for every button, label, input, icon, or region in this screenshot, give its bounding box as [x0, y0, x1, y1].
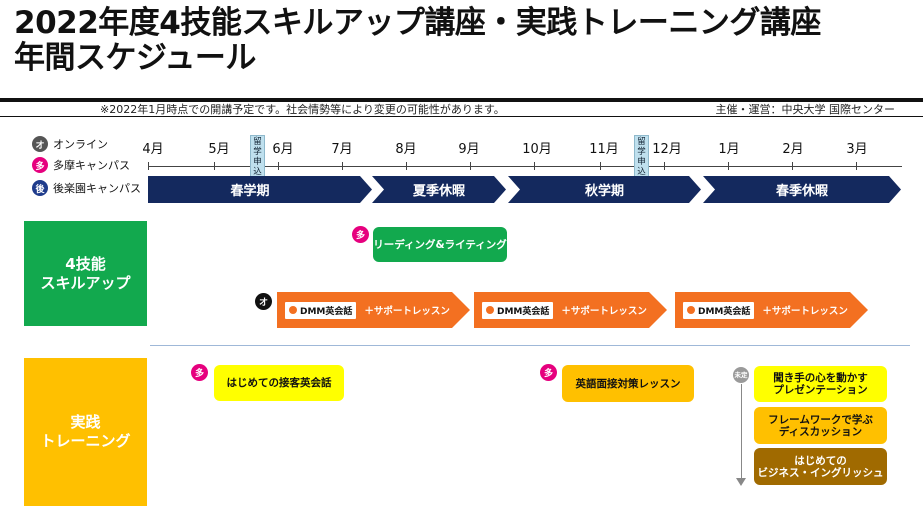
- course-dmm-winter[interactable]: DMM英会話 ＋サポートレッスン: [675, 292, 868, 328]
- month-label: 7月: [331, 142, 353, 157]
- axis-tick: [406, 162, 407, 170]
- dmm-logo: DMM英会話: [285, 302, 356, 319]
- month-label: 12月: [652, 142, 682, 157]
- legend-tama: 多 多摩キャンパス: [32, 156, 130, 174]
- online-mark-icon: オ: [255, 293, 272, 310]
- support-lesson-label: ＋サポートレッスン: [561, 306, 647, 317]
- dmm-logo-icon: [687, 306, 695, 314]
- tbd-timeline-line: [741, 384, 742, 480]
- month-label: 11月: [589, 142, 619, 157]
- course-dmm-autumn[interactable]: DMM英会話 ＋サポートレッスン: [474, 292, 667, 328]
- support-lesson-label: ＋サポートレッスン: [762, 306, 848, 317]
- category-practical-training: 実践 トレーニング: [24, 358, 147, 506]
- course-business-english[interactable]: はじめての ビジネス・イングリッシュ: [754, 448, 887, 485]
- axis-tick: [534, 162, 535, 170]
- course-interview-prep[interactable]: 英語面接対策レッスン: [562, 365, 694, 402]
- month-label: 5月: [208, 142, 230, 157]
- period-summer-break: 夏季休暇: [372, 176, 506, 203]
- online-mark-icon: オ: [32, 136, 48, 152]
- course-discussion[interactable]: フレームワークで学ぶ ディスカッション: [754, 407, 887, 444]
- axis-tick: [792, 162, 793, 170]
- support-lesson-label: ＋サポートレッスン: [364, 306, 450, 317]
- month-label: 6月: [272, 142, 294, 157]
- organizer-text: 主催・運営：中央大学 国際センター: [715, 103, 896, 116]
- dmm-logo: DMM英会話: [482, 302, 553, 319]
- tbd-mark-icon: 未定: [733, 367, 749, 383]
- axis-tick: [728, 162, 729, 170]
- category-four-skills: 4技能 スキルアップ: [24, 221, 147, 326]
- month-label: 1月: [718, 142, 740, 157]
- period-spring-semester: 春学期: [148, 176, 372, 203]
- axis-tick: [278, 162, 279, 170]
- header-divider: [0, 98, 923, 102]
- period-label: 秋学期: [584, 184, 624, 199]
- tama-mark-icon: 多: [352, 226, 369, 243]
- month-label: 9月: [458, 142, 480, 157]
- course-reading-writing[interactable]: リーディング&ライティング: [373, 227, 507, 262]
- axis-tick: [148, 162, 149, 170]
- axis-tick: [214, 162, 215, 170]
- month-label: 3月: [846, 142, 868, 157]
- dmm-logo: DMM英会話: [683, 302, 754, 319]
- axis-tick: [600, 162, 601, 170]
- legend-korakuen: 後 後楽園キャンパス: [32, 179, 141, 197]
- period-label: 春季休暇: [775, 184, 828, 199]
- course-presentation[interactable]: 聞き手の心を動かす プレゼンテーション: [754, 366, 887, 402]
- axis-tick: [470, 162, 471, 170]
- month-label: 10月: [522, 142, 552, 157]
- axis-tick: [342, 162, 343, 170]
- period-spring-break: 春季休暇: [703, 176, 901, 203]
- legend-label: 多摩キャンパス: [53, 159, 130, 172]
- tama-mark-icon: 多: [32, 157, 48, 173]
- axis-tick: [856, 162, 857, 170]
- course-hospitality-english[interactable]: はじめての接客英会話: [214, 365, 344, 401]
- legend-label: オンライン: [53, 138, 108, 151]
- month-label: 4月: [142, 142, 164, 157]
- header-underline: [0, 116, 923, 117]
- dmm-logo-icon: [486, 306, 494, 314]
- period-label: 春学期: [230, 184, 270, 199]
- title-line-1: 2022年度4技能スキルアップ講座・実践トレーニング講座: [14, 5, 821, 41]
- timeline-axis: [148, 162, 902, 170]
- page-title: 2022年度4技能スキルアップ講座・実践トレーニング講座 年間スケジュール: [14, 6, 821, 76]
- legend-online: オ オンライン: [32, 135, 108, 153]
- course-dmm-spring[interactable]: DMM英会話 ＋サポートレッスン: [277, 292, 470, 328]
- section-divider: [150, 345, 910, 346]
- dmm-logo-icon: [289, 306, 297, 314]
- period-autumn-semester: 秋学期: [508, 176, 701, 203]
- axis-tick: [664, 162, 665, 170]
- month-label: 2月: [782, 142, 804, 157]
- tama-mark-icon: 多: [191, 364, 208, 381]
- tbd-arrow-down-icon: [736, 478, 746, 486]
- period-label: 夏季休暇: [412, 184, 465, 199]
- schedule-note: ※2022年1月時点での開講予定です。社会情勢等により変更の可能性があります。: [100, 103, 505, 116]
- korakuen-mark-icon: 後: [32, 180, 48, 196]
- month-label: 8月: [395, 142, 417, 157]
- title-line-2: 年間スケジュール: [14, 40, 256, 76]
- legend-label: 後楽園キャンパス: [53, 182, 141, 195]
- tama-mark-icon: 多: [540, 364, 557, 381]
